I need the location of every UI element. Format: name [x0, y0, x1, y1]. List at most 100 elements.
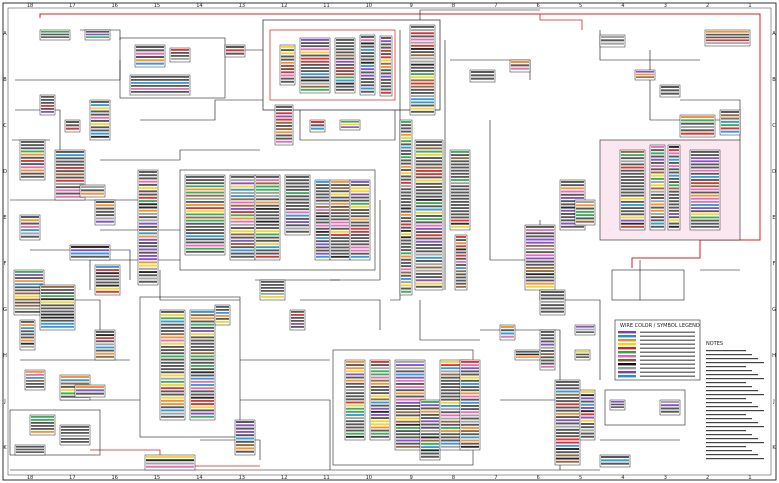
wire — [30, 249, 131, 280]
module-box-top-center-inner — [269, 29, 396, 101]
notes-text-line — [706, 402, 752, 404]
notes-text-line — [706, 438, 758, 440]
module-box-bottom-left — [9, 409, 101, 456]
grid-column-label: 15 — [154, 3, 160, 9]
connector-block — [39, 94, 56, 116]
wire — [300, 299, 381, 330]
connector-block — [679, 114, 716, 138]
grid-column-label: 12 — [281, 475, 287, 481]
connector-block — [144, 454, 196, 471]
connector-block — [214, 304, 231, 326]
connector-block — [229, 174, 256, 261]
connector-block — [29, 414, 56, 436]
grid-row-label: K — [772, 445, 776, 451]
wire — [419, 300, 480, 341]
grid-row-label: E — [772, 215, 775, 221]
notes-text-line — [706, 394, 764, 396]
wire — [240, 399, 331, 470]
connector-block — [514, 349, 541, 361]
connector-block — [39, 284, 76, 331]
connector-block — [129, 74, 191, 96]
wire — [489, 120, 530, 261]
connector-block — [159, 309, 186, 421]
legend-text-line — [640, 347, 695, 349]
connector-block — [234, 419, 256, 456]
connector-block — [599, 34, 626, 48]
connector-block — [469, 69, 496, 83]
module-box-center-large — [179, 169, 376, 271]
wire — [159, 270, 240, 301]
grid-row-label: B — [3, 77, 7, 83]
grid-row-label: D — [772, 169, 776, 175]
connector-block — [19, 139, 46, 181]
grid-column-label: 17 — [69, 475, 75, 481]
legend-text-line — [640, 355, 695, 357]
notes-text-line — [706, 398, 746, 400]
wire — [299, 110, 396, 141]
legend-swatch — [618, 359, 636, 362]
grid-row-label: G — [772, 307, 776, 313]
connector-block — [349, 179, 371, 261]
connector-block — [314, 179, 331, 261]
module-box-right-lower — [604, 389, 686, 426]
grid-column-label: 6 — [537, 475, 540, 481]
notes-text-line — [706, 426, 764, 428]
wire — [200, 439, 261, 460]
module-box-lower-left — [139, 296, 241, 438]
wire — [15, 109, 61, 150]
notes-text-line — [706, 366, 746, 368]
notes-text-line — [706, 434, 752, 436]
wire — [100, 149, 260, 161]
connector-block — [409, 24, 436, 116]
connector-block — [94, 329, 116, 361]
grid-row-label: J — [3, 399, 5, 405]
grid-column-label: 14 — [196, 3, 202, 9]
grid-column-label: 9 — [410, 475, 413, 481]
connector-block — [84, 29, 111, 41]
legend-rows — [618, 331, 695, 378]
notes-text-line — [706, 354, 752, 356]
connector-block — [359, 34, 376, 96]
wire — [15, 60, 121, 81]
connector-block — [574, 349, 591, 361]
legend-swatch — [618, 355, 636, 358]
legend-text-line — [640, 363, 695, 365]
connector-block — [329, 179, 351, 261]
grid-column-label: 2 — [706, 475, 709, 481]
connector-block — [169, 47, 191, 63]
connector-block — [254, 174, 281, 261]
power-wire-branch — [539, 14, 583, 30]
notes-text-line — [706, 350, 746, 352]
notes-text-line — [706, 430, 746, 432]
connector-block — [704, 29, 751, 47]
notes-block: NOTES — [706, 341, 764, 460]
grid-row-label: D — [3, 169, 7, 175]
connector-block — [19, 319, 36, 351]
legend-swatch — [618, 351, 636, 354]
connector-block — [13, 269, 45, 316]
connector-block — [524, 224, 556, 291]
notes-text-line — [706, 386, 752, 388]
grid-column-label: 8 — [452, 3, 455, 9]
connector-block — [259, 279, 286, 301]
notes-text-line — [706, 390, 758, 392]
legend-title: WIRE COLOR / SYMBOL LEGEND — [620, 323, 700, 329]
connector-block — [719, 109, 741, 136]
grid-column-label: 10 — [366, 475, 372, 481]
connector-block — [344, 359, 366, 441]
connector-block — [459, 359, 481, 451]
grid-row-label: A — [3, 31, 7, 37]
grid-row-label: J — [772, 399, 774, 405]
connector-block — [554, 379, 581, 466]
connector-block — [659, 84, 681, 98]
grid-column-label: 18 — [27, 475, 33, 481]
connector-block — [189, 309, 216, 421]
wire — [419, 9, 540, 20]
connector-block — [379, 35, 393, 97]
notes-text-line — [706, 418, 752, 420]
grid-column-label: 5 — [579, 3, 582, 9]
connector-block — [137, 169, 159, 286]
